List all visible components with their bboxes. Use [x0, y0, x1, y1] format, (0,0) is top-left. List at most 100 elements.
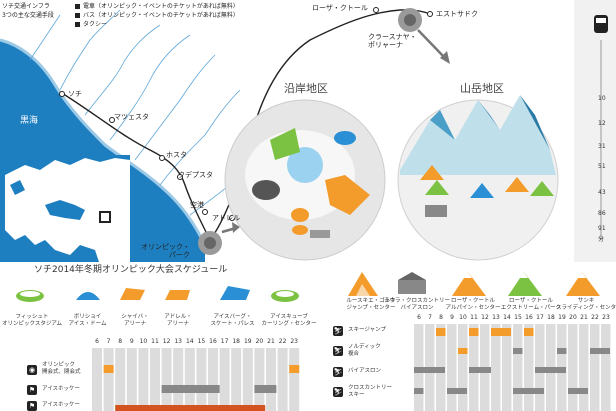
day-label: 18	[232, 338, 240, 345]
region-coastal: 沿岸地区	[284, 82, 328, 95]
place-estosadok: エストサドク	[436, 10, 478, 18]
coastal-venues: フィッシュト オリンピックスタジアム ボリショイ アイス・ドーム シャイバ・ ア…	[0, 276, 330, 336]
mountain-schedule-bars	[414, 324, 611, 411]
day-label: 12	[481, 314, 489, 321]
transport-map: ソチ交通インフラ 3つの主な交通手段 電車（オリンピック・イベントのチケットがあ…	[0, 2, 559, 265]
square-bullet-icon	[75, 4, 80, 9]
day-label: 8	[118, 338, 123, 345]
travel-time-1: 10	[598, 95, 606, 102]
ski-jump-bar	[469, 328, 479, 336]
day-label: 22	[591, 314, 599, 321]
travel-time-6: 86	[598, 210, 606, 217]
day-label: 16	[209, 338, 217, 345]
ceremony-icon: ◉	[27, 365, 37, 375]
hockey-icon: ⚑	[27, 401, 37, 411]
travel-time-3: 31	[598, 143, 606, 150]
extreme-icon	[508, 272, 542, 296]
nordic-bar	[458, 348, 468, 354]
ice-dome-icon	[76, 292, 100, 300]
arena-icon	[120, 288, 145, 300]
day-label: 6	[417, 314, 421, 321]
mountain-venues: ルースキエ・ゴルキ ジャンプ・センター ラウラ・クロスカントリー バイアスロン …	[340, 266, 616, 336]
day-label: 23	[290, 338, 298, 345]
legend-title-line2: 3つの主な交通手段	[2, 12, 54, 19]
sochi-locator-box	[99, 211, 111, 223]
day-label: 22	[278, 338, 287, 345]
ceremony-closing-bar	[289, 365, 300, 373]
day-label: 7	[428, 314, 432, 321]
cross-country-icon: ⛷	[333, 387, 343, 397]
venue-adler: アドレル・ アリーナ	[164, 314, 192, 327]
legend-item-train: 電車（オリンピック・イベントのチケットがあれば無料）	[75, 2, 239, 11]
map-graphic	[0, 7, 559, 265]
coastal-venue-icons	[16, 286, 299, 302]
day-label: 9	[450, 314, 454, 321]
travel-time-unit: 分	[598, 236, 605, 243]
cross-country-bar	[568, 388, 588, 394]
venue-laura: ラウラ・クロスカントリー バイアスロン	[383, 298, 450, 311]
place-sochi: ソチ	[68, 90, 82, 98]
square-bullet-icon	[75, 22, 80, 27]
legend-item-bus: バス（オリンピック・イベントのチケットがあれば無料）	[75, 11, 239, 20]
place-olympic-park: オリンピック・ パーク	[141, 243, 190, 259]
square-bullet-icon	[75, 13, 80, 18]
region-mountain: 山岳地区	[460, 82, 504, 95]
biathlon-icon	[398, 272, 426, 294]
event-hockey: アイスホッケー	[42, 386, 81, 392]
venue-ice-cube: アイスキューブ カーリング・センター	[261, 314, 317, 327]
ski-jump-bar	[436, 328, 446, 336]
hockey-bar	[254, 385, 277, 393]
train-icon	[594, 15, 608, 33]
day-label: 12	[162, 338, 171, 345]
day-label: 14	[503, 314, 511, 321]
coastal-schedule-bars	[92, 348, 300, 411]
event-nordic: ノルディック 複合	[348, 344, 381, 357]
event-hockey-2: アイスホッケー	[42, 402, 81, 408]
place-krasnaya-polyana: クラースナヤ・ ポリャーナ	[368, 33, 417, 49]
place-khosta: ホスタ	[166, 151, 187, 159]
day-label: 11	[151, 338, 159, 345]
europe-inset-map	[5, 155, 130, 265]
day-label: 19	[243, 338, 252, 345]
day-header-right: 6 7 8 9 10 11 12 13 14 15 16 17 18 19 20…	[414, 314, 616, 324]
schedule-title: ソチ2014年冬期オリンピック大会スケジュール	[34, 265, 228, 275]
stadium-icon	[16, 290, 44, 302]
biathlon-bar	[414, 367, 445, 373]
day-label: 18	[547, 314, 555, 321]
travel-time-panel: 10 12 31 51 43 86 91 分	[574, 0, 616, 262]
alpine-icon	[452, 272, 486, 296]
place-rosa-khutor: ローザ・クトール	[312, 4, 368, 12]
hockey-icon: ⚑	[27, 385, 37, 395]
day-label: 10	[139, 338, 148, 345]
day-label: 14	[185, 338, 194, 345]
curling-icon	[271, 290, 299, 302]
venue-rosa-alpine: ローザ・クートル アルパイン・センター	[445, 298, 501, 311]
place-adler: アドレル	[212, 214, 240, 222]
skate-palace-icon	[220, 286, 250, 300]
nordic-bar	[557, 348, 567, 354]
day-label: 21	[267, 338, 275, 345]
jump-icon	[348, 272, 378, 296]
cross-country-bar	[513, 388, 544, 394]
day-label: 16	[525, 314, 533, 321]
day-label: 9	[129, 338, 134, 345]
coastal-cluster-illustration	[224, 99, 386, 261]
day-label: 6	[95, 338, 99, 345]
ski-jump-icon: ⛷	[333, 326, 343, 336]
day-label: 20	[569, 314, 577, 321]
travel-time-4: 51	[598, 163, 606, 170]
coastal-schedule-grid: 6 7 8 9 10 11 12 13 14 15 16 17 18 19 20…	[0, 338, 330, 411]
station-markers	[59, 7, 433, 221]
transport-legend-items: 電車（オリンピック・イベントのチケットがあれば無料） バス（オリンピック・イベン…	[75, 2, 239, 29]
biathlon-bar	[469, 367, 491, 373]
day-label: 17	[536, 314, 544, 321]
mountain-schedule-grid: 6 7 8 9 10 11 12 13 14 15 16 17 18 19 20…	[330, 310, 616, 411]
nordic-bar	[590, 348, 610, 354]
place-kudepsta: クデプスタ	[178, 171, 213, 179]
day-label: 8	[439, 314, 443, 321]
hockey-bar	[161, 385, 220, 393]
train-panel-graphic	[594, 15, 608, 240]
venue-bolshoy: ボリショイ アイス・ドーム	[68, 314, 107, 327]
day-label: 7	[106, 338, 111, 345]
arena-icon	[165, 290, 190, 300]
